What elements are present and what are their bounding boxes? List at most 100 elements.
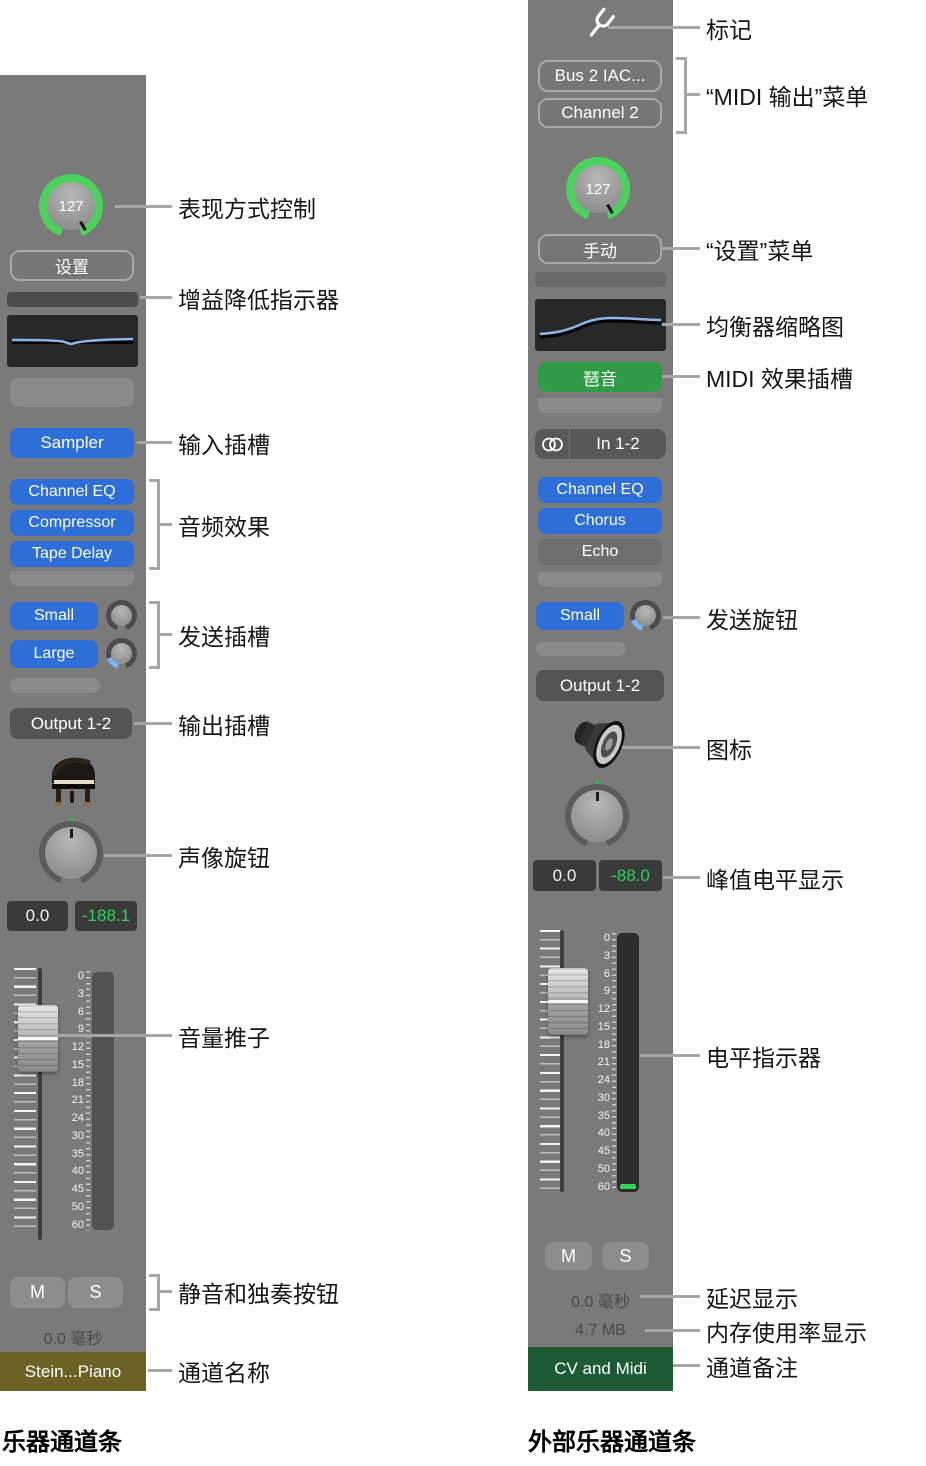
annotation-send-knob: 发送旋钮 [706,607,798,633]
peak-display[interactable]: -88.0 [599,860,662,891]
tuning-fork-icon[interactable] [581,4,619,46]
settings-menu[interactable]: 手动 [538,234,662,264]
callout-line [640,1054,700,1057]
audio-effect-slot-2[interactable]: Chorus [538,508,662,534]
peak-display[interactable]: -188.1 [75,901,137,931]
scale-tick: 21 [597,1056,610,1069]
annotation-mute-solo: 静音和独奏按钮 [178,1281,339,1307]
channel-name[interactable]: Stein...Piano [0,1352,146,1391]
performance-knob[interactable]: 127 [566,157,630,221]
empty-effect-slot[interactable] [538,572,662,587]
eq-thumbnail[interactable] [7,315,138,367]
pan-knob[interactable] [565,781,629,848]
channel-note[interactable]: CV and Midi [528,1347,673,1391]
callout-line [148,1369,172,1372]
empty-effect-slot[interactable] [10,571,134,586]
mute-button[interactable]: M [10,1277,65,1308]
scale-tick: 12 [597,1003,610,1015]
volume-fader-handle[interactable] [548,968,588,1035]
gain-reduction-indicator [7,292,138,307]
solo-button[interactable]: S [602,1242,649,1270]
fader-track[interactable] [560,930,564,1192]
caption-instrument-strip: 乐器通道条 [2,1429,122,1456]
annotation-channel-note: 通道备注 [706,1355,798,1381]
performance-knob[interactable]: 127 [39,174,103,238]
send-slot-2[interactable]: Large [10,640,98,668]
scale-tick: 45 [71,1183,84,1195]
volume-fader-handle[interactable] [18,1005,58,1072]
latency-display: 0.0 毫秒 [571,1294,630,1311]
scale-tick: 18 [597,1038,610,1051]
scale-tick: 9 [77,1023,84,1036]
midi-out-port-menu[interactable]: Bus 2 IAC... [538,60,662,92]
scale-tick: 30 [597,1091,610,1104]
piano-icon[interactable] [45,751,99,809]
latency-display: 0.0 毫秒 [43,1331,103,1348]
annotation-audio-effects: 音频效果 [178,514,270,540]
send-knob-2-cap [111,643,132,664]
callout-line [662,375,700,378]
audio-effect-slot-3[interactable]: Echo [538,539,662,565]
annotation-peak-level: 峰值电平显示 [706,867,844,893]
callout-line [608,26,700,29]
output-slot[interactable]: Output 1-2 [10,708,132,739]
callout-line [104,854,172,857]
volume-display[interactable]: 0.0 [7,901,68,931]
level-meter [617,933,639,1192]
scale-tick: 12 [71,1041,84,1053]
callout-line [663,876,700,879]
mute-button[interactable]: M [545,1242,592,1270]
audio-effect-slot-3[interactable]: Tape Delay [10,541,134,567]
memory-display: 4.7 MB [575,1322,626,1339]
scale-tick: 6 [77,1005,84,1018]
annotation-channel-name: 通道名称 [178,1360,270,1386]
scale-tick: 0 [603,932,610,944]
eq-curve [539,316,662,339]
scale-tick: 35 [71,1147,84,1160]
scale-tick: 50 [71,1200,84,1213]
performance-knob-value: 127 [47,182,95,230]
speaker-icon[interactable] [566,706,632,774]
midi-out-channel-menu[interactable]: Channel 2 [538,98,662,128]
annotation-midi-out-menu: “MIDI 输出”菜单 [706,84,869,110]
audio-effect-slot-1[interactable]: Channel EQ [538,477,662,503]
scale-tick: 15 [71,1058,84,1071]
callout-line [137,441,172,444]
audio-effect-slot-1[interactable]: Channel EQ [10,479,134,505]
send-slot-1[interactable]: Small [10,602,98,630]
output-slot[interactable]: Output 1-2 [536,670,664,701]
annotation-latency: 延迟显示 [706,1286,798,1312]
input-slot[interactable]: In 1-2 [596,434,640,453]
pan-knob[interactable] [39,818,103,885]
eq-thumbnail[interactable] [535,299,666,351]
send-knob-2[interactable] [106,638,137,669]
audio-effect-slot-2[interactable]: Compressor [10,510,134,536]
pan-knob-pointer [595,792,599,801]
empty-plugin-slot[interactable] [10,378,134,407]
empty-midi-fx-slot[interactable] [538,398,662,413]
callout-line [663,616,700,619]
midi-fx-slot[interactable]: 琶音 [538,362,662,392]
solo-button[interactable]: S [68,1277,123,1308]
annotation-icon: 图标 [706,737,752,763]
gain-reduction-indicator [535,272,666,287]
annotation-volume-fader: 音量推子 [178,1025,270,1051]
callout-line [115,205,172,208]
send-knob[interactable] [630,600,661,631]
fader-track[interactable] [38,968,42,1240]
caption-external-instrument-strip: 外部乐器通道条 [528,1429,696,1456]
send-slot[interactable]: Small [536,602,624,630]
scale-tick: 6 [603,967,610,980]
annotation-level-meter: 电平指示器 [706,1045,821,1071]
instrument-input-slot[interactable]: Sampler [10,428,134,458]
scale-tick: 60 [71,1218,84,1231]
meter-ticks [86,971,90,1231]
send-knob-1[interactable] [106,600,137,631]
level-meter-signal [620,1184,636,1189]
stereo-format-icon[interactable] [535,429,570,459]
empty-send-slot[interactable] [536,642,626,656]
empty-send-slot[interactable] [10,678,100,693]
callout-line [134,722,172,725]
settings-button[interactable]: 设置 [10,250,134,281]
volume-display[interactable]: 0.0 [533,860,596,891]
